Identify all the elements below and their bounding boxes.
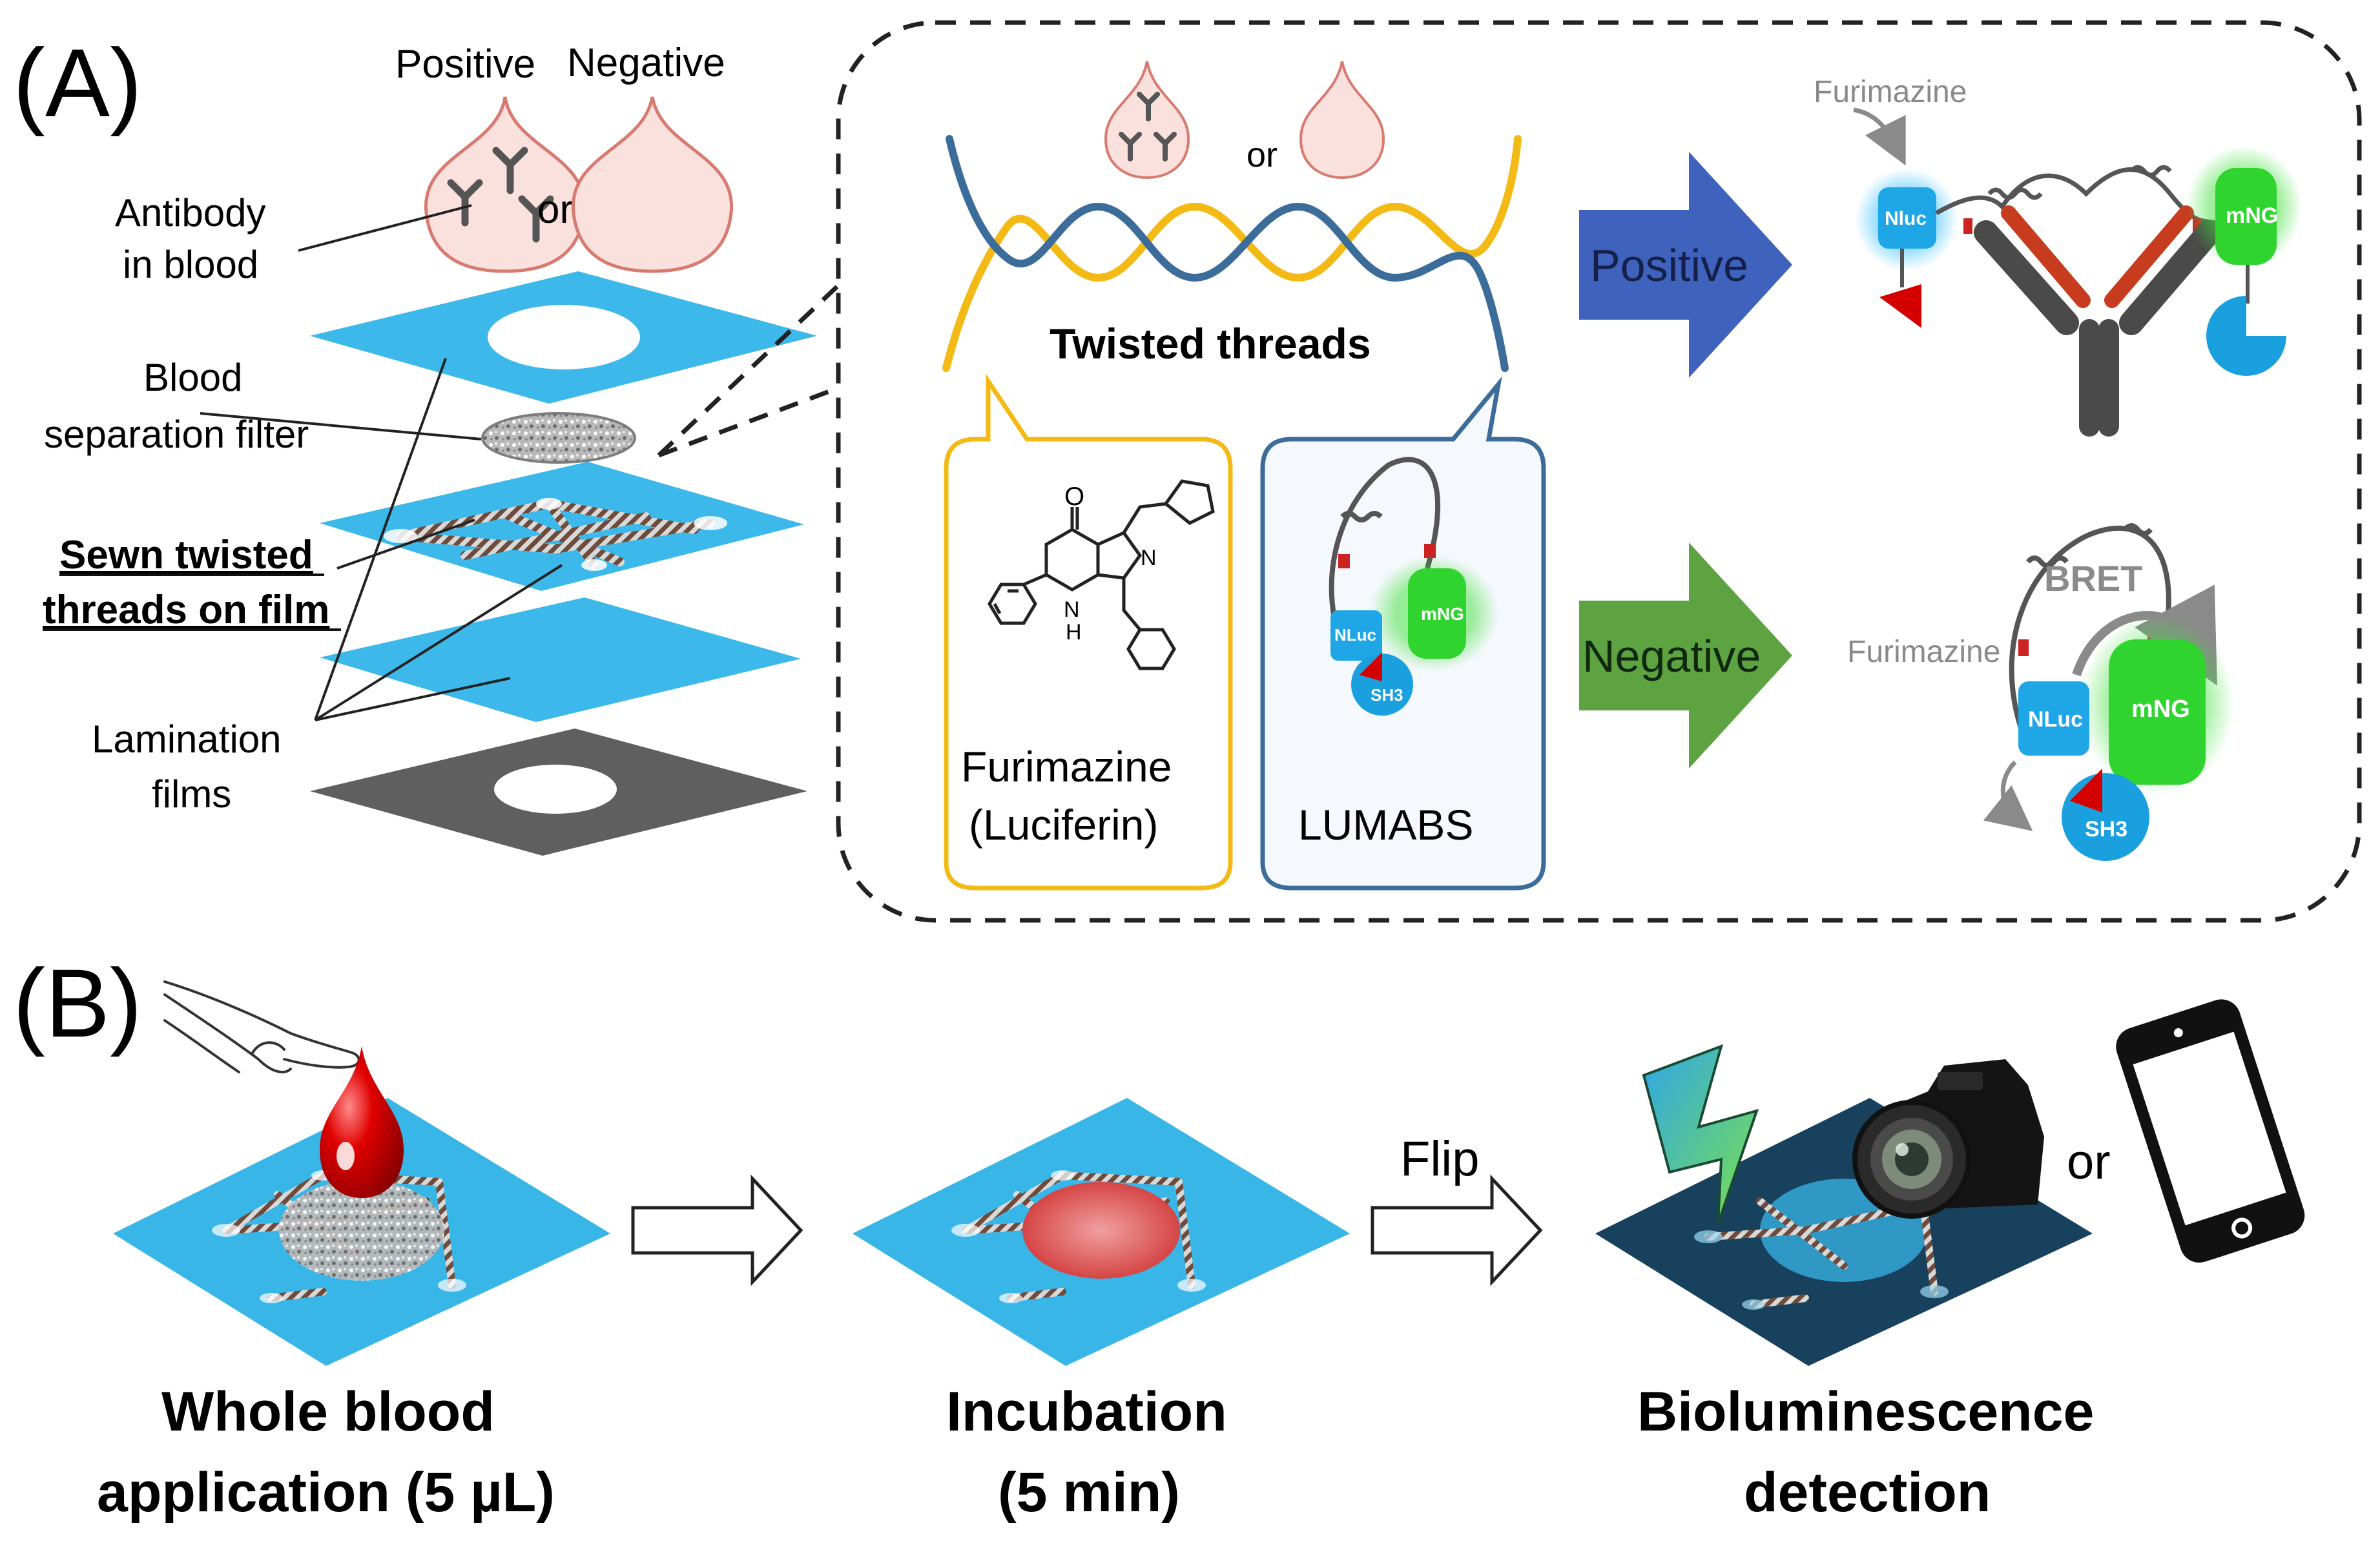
callout-negative-drop	[1299, 61, 1385, 180]
furimazine-structure	[988, 479, 1215, 670]
bottom-lamination-film	[320, 597, 801, 722]
step1-label-line1: Whole blood	[161, 1381, 495, 1443]
negative-nluc-label: NLuc	[2028, 707, 2083, 732]
antibody-label-line2: in blood	[123, 243, 258, 286]
step1-label-line2: application (5 µL)	[97, 1462, 555, 1524]
camera-icon	[1852, 1059, 2044, 1219]
positive-arrow	[1579, 152, 1792, 378]
or-drop-label: or	[537, 187, 573, 232]
negative-drop-label: Negative	[567, 41, 725, 85]
lamination-label-line1: Lamination	[92, 718, 282, 761]
panel-a-label: (A)	[13, 28, 142, 137]
negative-sh3-label: SH3	[2085, 817, 2127, 842]
molecule-o: O	[1064, 482, 1084, 511]
step2-label-line1: Incubation	[946, 1381, 1227, 1443]
lumabs-mng-label: mNG	[1421, 604, 1464, 624]
positive-mng-label: mNG	[2226, 203, 2278, 228]
positive-arrow-label: Positive	[1590, 240, 1748, 291]
negative-arrow	[1579, 542, 1792, 769]
molecule-nh: N	[1064, 597, 1080, 622]
step2-label-line2: (5 min)	[998, 1462, 1180, 1524]
twisted-threads-label: Twisted threads	[1050, 320, 1371, 367]
bioluminescence-bolt-icon	[1642, 1044, 1759, 1224]
finger-icon	[163, 980, 360, 1073]
molecule-n: N	[1141, 546, 1157, 570]
panel-b-label: (B)	[13, 949, 142, 1057]
lamination-leader-lines	[314, 358, 563, 721]
negative-blood-drop	[571, 96, 734, 273]
callout-connector-lines	[657, 282, 842, 458]
filter-leader-line	[200, 412, 482, 440]
step3-label-line2: detection	[1744, 1462, 1991, 1524]
sewn-label-line2: threads on film	[43, 588, 329, 632]
flip-label: Flip	[1400, 1132, 1479, 1186]
lamination-label-line2: films	[152, 772, 231, 816]
negative-sensor-state	[1983, 523, 2235, 861]
smartphone-icon	[2116, 999, 2305, 1263]
step1-device	[113, 1046, 610, 1366]
lumabs-sh3-label: SH3	[1371, 685, 1403, 705]
molecule-h: H	[1066, 620, 1082, 645]
process-arrow-1	[631, 1174, 803, 1286]
filter-label-line1: Blood	[143, 356, 242, 399]
callout-or-label: or	[1247, 136, 1278, 174]
callout-positive-drop	[1104, 61, 1190, 180]
phone-or-label: or	[2067, 1135, 2111, 1190]
furimazine-bubble	[944, 373, 1233, 891]
lumabs-sensor	[1329, 457, 1498, 716]
sewn-leader-line	[336, 519, 475, 570]
negative-furimazine-label: Furimazine	[1847, 635, 2000, 669]
negative-arrow-label: Negative	[1582, 631, 1761, 681]
lumabs-nluc-label: NLuc	[1334, 625, 1376, 645]
antibody-icon	[447, 147, 554, 243]
step2-device	[853, 1098, 1350, 1366]
negative-mng-label: mNG	[2131, 696, 2190, 723]
sewn-thread-film	[320, 462, 804, 591]
sewn-label-line1: Sewn twisted	[59, 533, 313, 577]
top-lamination-film	[310, 271, 817, 404]
furimazine-label: Furimazine	[961, 743, 1172, 790]
blood-separation-filter	[481, 412, 636, 464]
twisted-threads	[942, 135, 1522, 372]
step3-label-line1: Bioluminescence	[1637, 1381, 2094, 1443]
positive-blood-drop	[424, 96, 586, 273]
lumabs-label: LUMABS	[1298, 801, 1473, 849]
positive-furimazine-label: Furimazine	[1814, 75, 1967, 109]
antibody-leader-line	[298, 204, 472, 252]
callout-box	[836, 20, 2362, 923]
positive-sh3-label: SH3	[2244, 378, 2282, 400]
luciferin-label: (Luciferin)	[969, 801, 1158, 849]
negative-bret-label: BRET	[2044, 558, 2142, 599]
positive-nluc-label: Nluc	[1885, 208, 1927, 229]
process-arrow-2	[1371, 1174, 1543, 1286]
antibody-label-line1: Antibody	[115, 191, 266, 234]
positive-sensor-state	[1853, 107, 2302, 437]
positive-drop-label: Positive	[395, 42, 535, 87]
dark-base-film	[310, 728, 807, 856]
